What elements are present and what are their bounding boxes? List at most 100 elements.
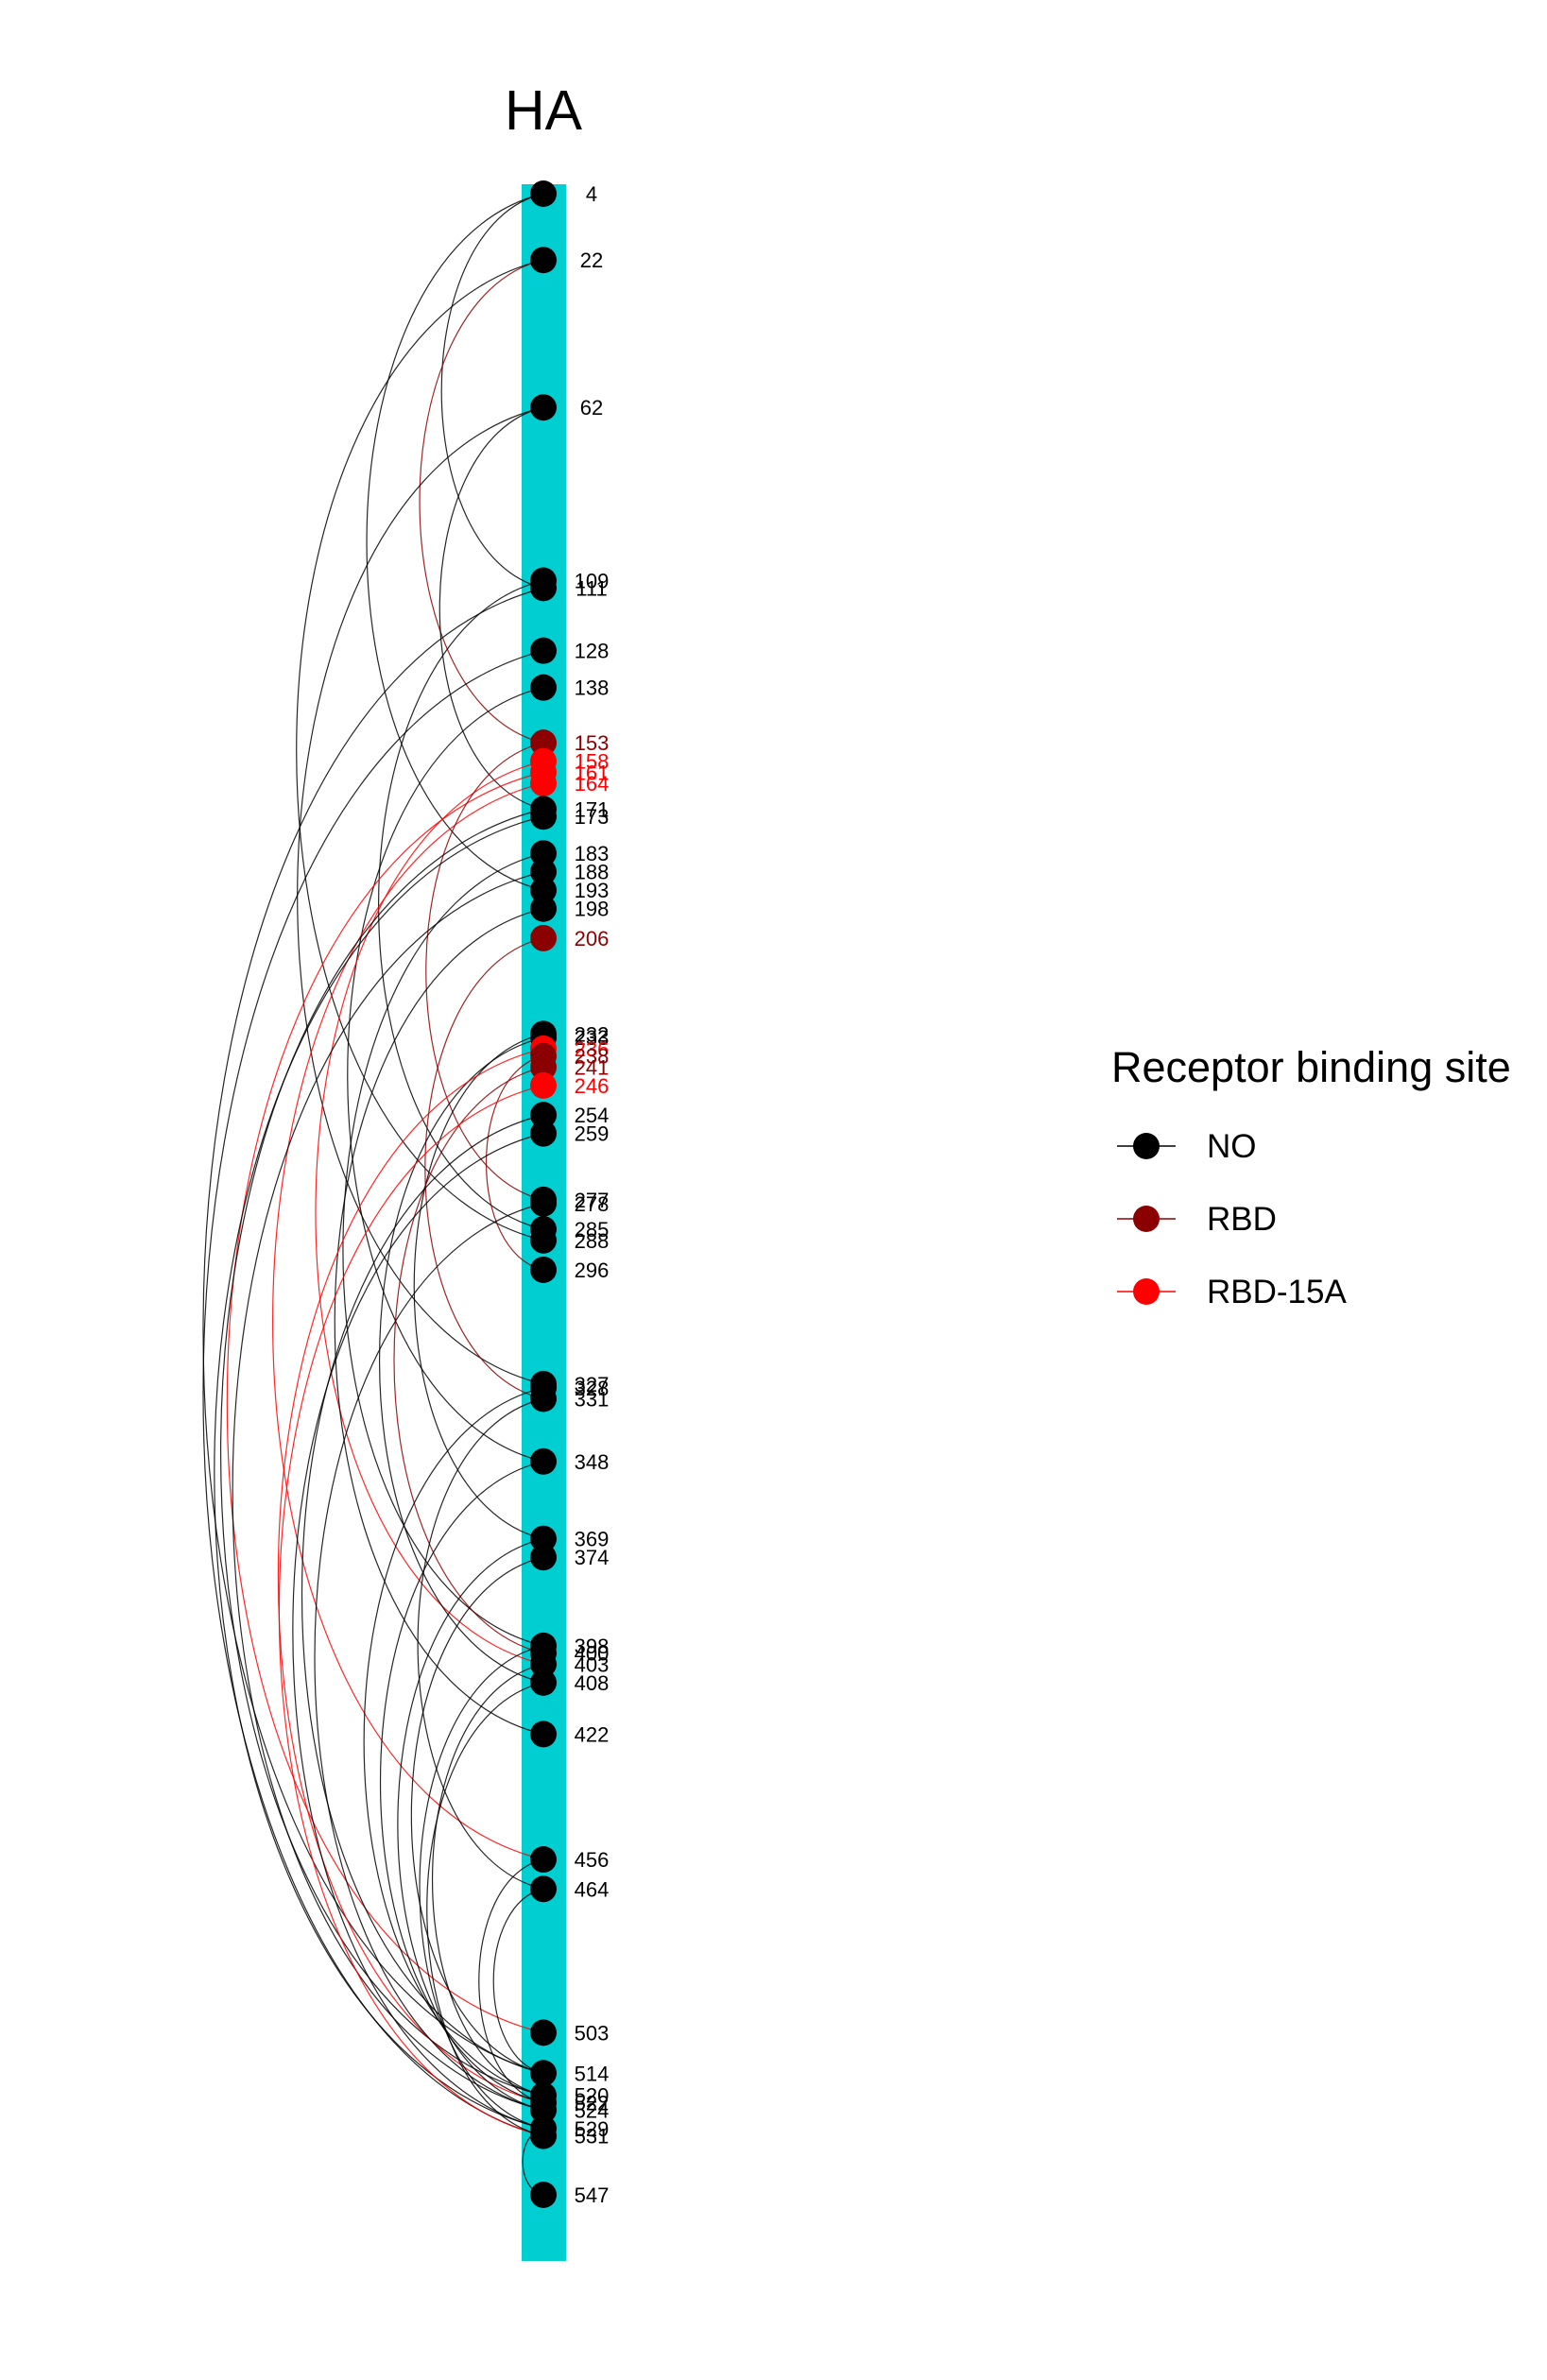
link-arc-29 bbox=[363, 1387, 544, 2097]
site-point-128 bbox=[530, 637, 557, 664]
site-point-188 bbox=[530, 858, 557, 885]
link-arc-3 bbox=[296, 259, 544, 1241]
site-point-111 bbox=[530, 574, 557, 602]
site-label-173: 173 bbox=[575, 805, 610, 829]
site-label-193: 193 bbox=[575, 879, 610, 902]
site-point-173 bbox=[530, 803, 557, 830]
link-arc-1 bbox=[366, 193, 544, 891]
legend-swatch-rbd-15a bbox=[1133, 1278, 1160, 1305]
site-point-296 bbox=[530, 1256, 557, 1283]
link-arc-35 bbox=[432, 1663, 544, 2097]
site-label-408: 408 bbox=[575, 1671, 610, 1695]
site-label-403: 403 bbox=[575, 1652, 610, 1676]
link-arc-8 bbox=[202, 650, 544, 2137]
link-arc-11 bbox=[226, 771, 544, 2033]
link-arc-25 bbox=[278, 1085, 544, 2137]
link-arc-20 bbox=[413, 1033, 544, 1540]
site-label-288: 288 bbox=[575, 1229, 610, 1253]
link-arc-12 bbox=[272, 782, 544, 1860]
link-arc-22 bbox=[277, 1048, 544, 2104]
site-label-198: 198 bbox=[575, 898, 610, 921]
site-label-138: 138 bbox=[575, 676, 610, 700]
legend-swatch-rbd bbox=[1133, 1206, 1160, 1232]
link-arc-34 bbox=[419, 1645, 544, 2130]
site-point-241 bbox=[530, 1053, 557, 1081]
site-label-398: 398 bbox=[575, 1635, 610, 1658]
site-label-236: 236 bbox=[575, 1037, 610, 1061]
link-arc-18 bbox=[334, 908, 544, 1736]
link-arc-23 bbox=[486, 1055, 544, 1271]
site-label-285: 285 bbox=[575, 1218, 610, 1241]
site-point-278 bbox=[530, 1190, 557, 1217]
site-point-503 bbox=[530, 2019, 557, 2046]
site-point-524 bbox=[530, 2097, 557, 2124]
site-label-331: 331 bbox=[575, 1387, 610, 1411]
link-arc-27 bbox=[292, 1133, 544, 2130]
site-point-456 bbox=[530, 1846, 557, 1874]
site-label-254: 254 bbox=[575, 1104, 610, 1127]
site-label-158: 158 bbox=[575, 750, 610, 774]
link-arc-2 bbox=[419, 259, 544, 744]
site-label-232: 232 bbox=[575, 1022, 610, 1046]
site-point-369 bbox=[530, 1525, 557, 1552]
diagram-title: HA bbox=[505, 79, 583, 142]
site-point-403 bbox=[530, 1651, 557, 1678]
legend-label-no: NO bbox=[1207, 1128, 1257, 1165]
link-arc-9 bbox=[347, 687, 544, 1463]
site-label-171: 171 bbox=[575, 797, 610, 821]
site-label-238: 238 bbox=[575, 1045, 610, 1069]
site-point-288 bbox=[530, 1226, 557, 1254]
link-arc-30 bbox=[417, 1397, 544, 1890]
link-arc-5 bbox=[297, 406, 544, 1385]
site-label-522: 522 bbox=[575, 2091, 610, 2115]
site-point-22 bbox=[530, 247, 557, 274]
site-point-206 bbox=[530, 924, 557, 951]
site-point-62 bbox=[530, 394, 557, 421]
link-arc-10 bbox=[315, 761, 544, 1665]
site-label-531: 531 bbox=[575, 2125, 610, 2149]
link-arc-36 bbox=[426, 1682, 544, 2137]
site-point-259 bbox=[530, 1120, 557, 1147]
site-label-153: 153 bbox=[575, 731, 610, 755]
site-label-278: 278 bbox=[575, 1192, 610, 1216]
site-point-464 bbox=[530, 1875, 557, 1903]
link-arc-26 bbox=[301, 1114, 544, 2074]
link-arc-4 bbox=[438, 406, 544, 810]
site-point-138 bbox=[530, 674, 557, 701]
link-arc-38 bbox=[492, 1888, 544, 2074]
site-point-331 bbox=[530, 1385, 557, 1413]
site-label-4: 4 bbox=[586, 182, 597, 206]
site-label-503: 503 bbox=[575, 2021, 610, 2045]
link-arc-6 bbox=[378, 579, 544, 1230]
site-point-246 bbox=[530, 1071, 557, 1099]
site-point-254 bbox=[530, 1102, 557, 1129]
site-point-198 bbox=[530, 895, 557, 922]
site-label-188: 188 bbox=[575, 861, 610, 884]
site-point-531 bbox=[530, 2122, 557, 2149]
site-label-62: 62 bbox=[580, 396, 603, 419]
site-point-164 bbox=[530, 770, 557, 797]
site-point-408 bbox=[530, 1669, 557, 1696]
site-point-193 bbox=[530, 877, 557, 904]
site-label-422: 422 bbox=[575, 1722, 610, 1746]
site-label-241: 241 bbox=[575, 1055, 610, 1079]
link-arc-32 bbox=[397, 1538, 544, 2111]
site-label-547: 547 bbox=[575, 2183, 610, 2207]
site-label-456: 456 bbox=[575, 1848, 610, 1872]
site-label-164: 164 bbox=[575, 772, 610, 796]
site-point-4 bbox=[530, 180, 557, 207]
site-label-277: 277 bbox=[575, 1189, 610, 1212]
site-label-464: 464 bbox=[575, 1877, 610, 1901]
site-label-514: 514 bbox=[575, 2062, 610, 2085]
site-label-246: 246 bbox=[575, 1074, 610, 1098]
link-arc-37 bbox=[478, 1858, 544, 2104]
site-point-153 bbox=[530, 729, 557, 757]
link-arc-31 bbox=[380, 1461, 544, 2104]
link-arc-15 bbox=[214, 815, 544, 2130]
site-label-520: 520 bbox=[575, 2084, 610, 2108]
link-arc-28 bbox=[314, 1203, 544, 2111]
site-label-109: 109 bbox=[575, 570, 610, 593]
